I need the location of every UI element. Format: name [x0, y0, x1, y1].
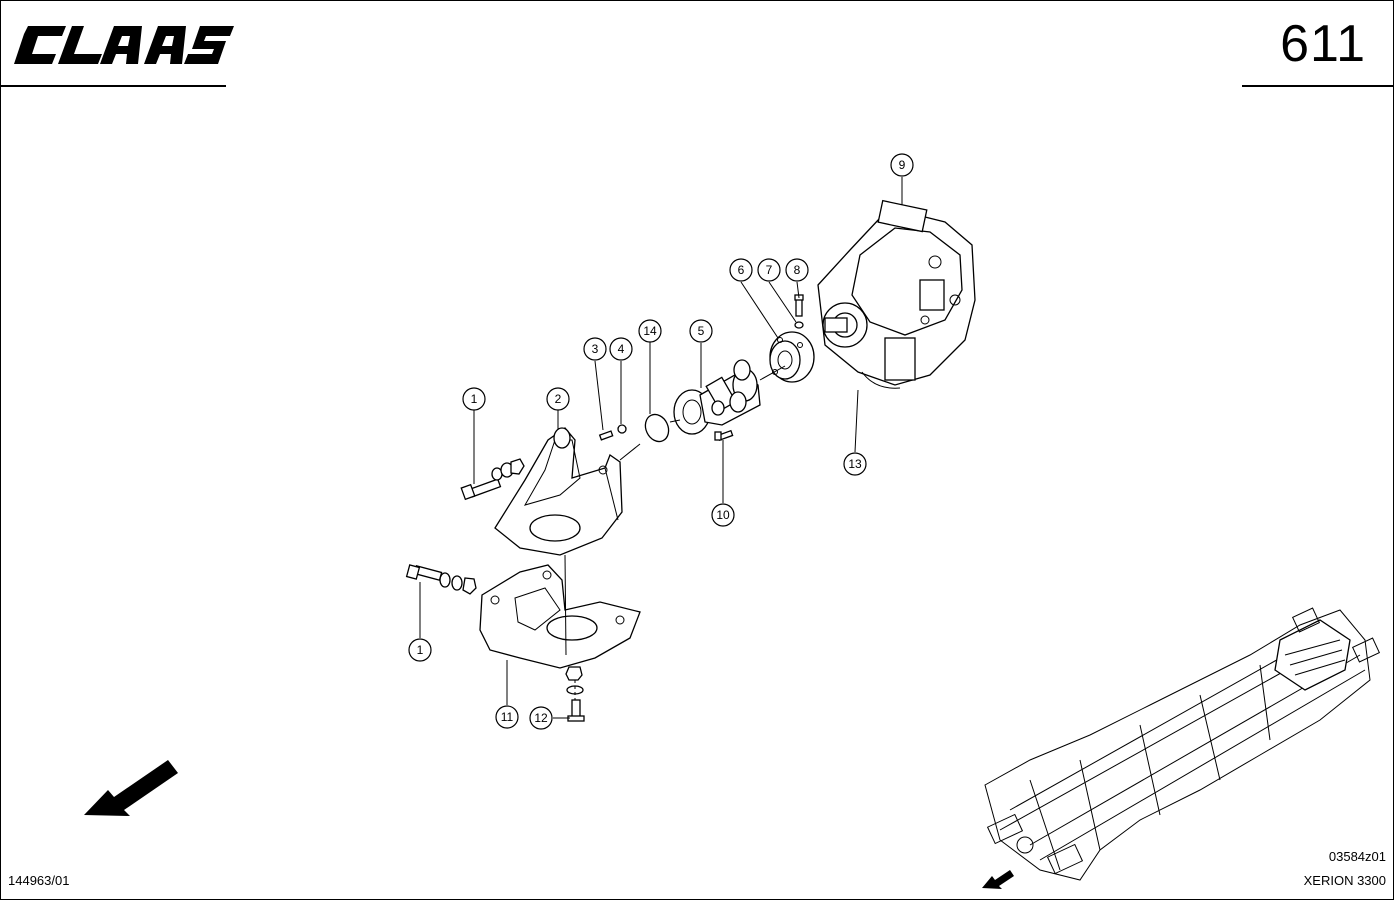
figure-code: 03584z01 — [1328, 849, 1386, 864]
universal-joint-part-5 — [673, 359, 786, 435]
svg-text:14: 14 — [643, 324, 657, 338]
svg-text:8: 8 — [794, 263, 801, 277]
location-arrow-icon — [982, 870, 1014, 889]
callout-1-upper: 1 — [462, 387, 486, 411]
direction-arrow-icon — [84, 760, 178, 816]
hydraulic-pump — [817, 199, 976, 389]
svg-text:1: 1 — [417, 643, 424, 657]
callout-12: 12 — [529, 706, 553, 730]
callout-7: 7 — [757, 258, 781, 282]
svg-text:7: 7 — [766, 263, 773, 277]
callout-2: 2 — [546, 387, 570, 411]
leader-lines — [419, 177, 903, 719]
callout-6: 6 — [729, 258, 753, 282]
bolt-set-lower — [405, 564, 477, 595]
model-name: XERION 3300 — [1303, 873, 1386, 888]
callout-11: 11 — [495, 705, 519, 729]
claas-logo — [14, 26, 234, 64]
callout-13: 13 — [843, 452, 867, 476]
callout-10: 10 — [711, 503, 735, 527]
callout-3: 3 — [583, 337, 607, 361]
svg-text:1: 1 — [471, 392, 478, 406]
svg-text:9: 9 — [899, 158, 906, 172]
svg-text:2: 2 — [555, 392, 562, 406]
screw-part-10 — [714, 429, 734, 442]
callout-9: 9 — [890, 153, 914, 177]
svg-text:4: 4 — [618, 342, 625, 356]
svg-text:6: 6 — [738, 263, 745, 277]
svg-text:11: 11 — [501, 710, 514, 724]
bracket-part-2 — [494, 427, 641, 556]
page-number-underline — [1242, 85, 1394, 87]
callout-4: 4 — [609, 337, 633, 361]
flange-part-6 — [769, 331, 815, 383]
screw-part-3 — [598, 430, 614, 441]
chassis-overview — [984, 607, 1381, 881]
logo-underline — [0, 85, 226, 87]
page-number: 611 — [1280, 15, 1366, 73]
svg-text:3: 3 — [592, 342, 599, 356]
bolt-set-upper — [460, 458, 525, 501]
callout-5: 5 — [689, 319, 713, 343]
o-ring-part-14 — [644, 413, 670, 443]
svg-text:10: 10 — [716, 508, 730, 522]
callout-14: 14 — [638, 319, 662, 343]
callout-8: 8 — [785, 258, 809, 282]
bracket-part-11 — [479, 554, 641, 669]
svg-text:5: 5 — [698, 324, 705, 338]
callout-1-lower: 1 — [408, 638, 432, 662]
svg-text:12: 12 — [534, 711, 548, 725]
washer-part-4 — [617, 424, 627, 434]
drawing-id: 144963/01 — [8, 873, 70, 888]
screw-part-8 — [794, 294, 804, 329]
svg-text:13: 13 — [848, 457, 862, 471]
fastener-part-12 — [565, 666, 585, 722]
